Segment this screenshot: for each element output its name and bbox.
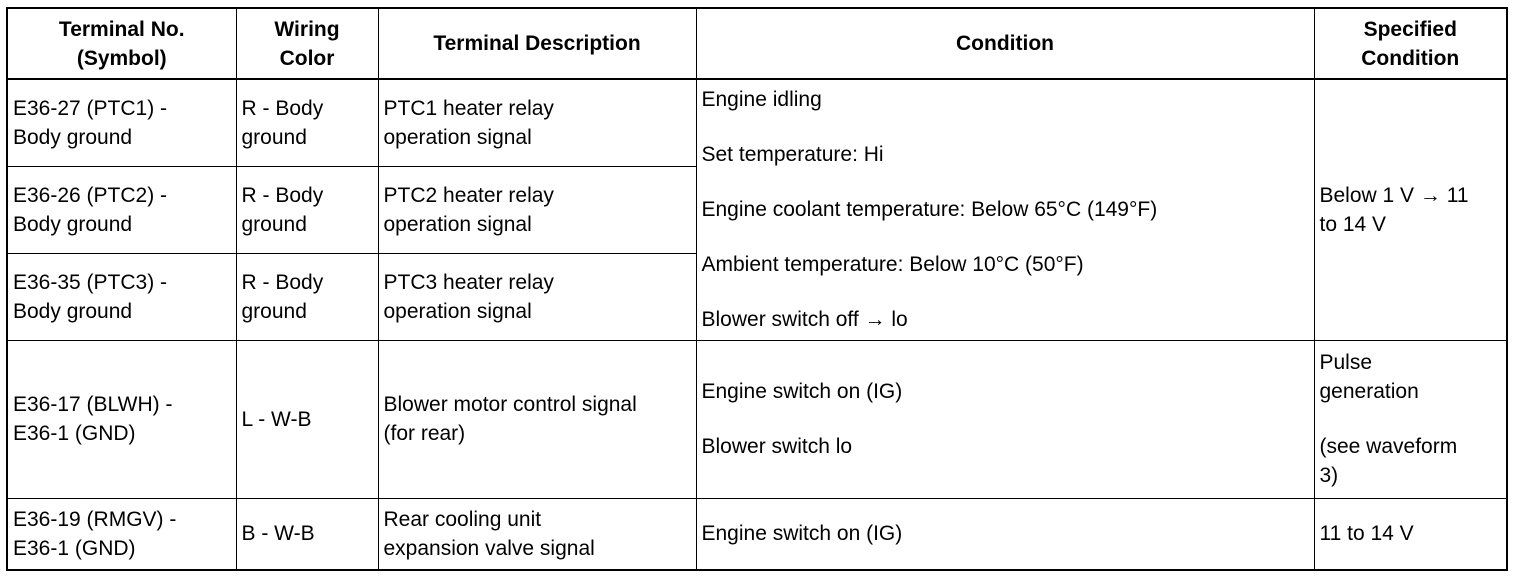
table-row: E36-27 (PTC1) - Body ground R - Body gro… <box>6 78 1508 341</box>
wiring-color-cell: B - W-B <box>235 497 379 571</box>
description-cell: PTC1 heater relay operation signal <box>377 78 697 167</box>
condition-cell: Engine switch on (IG) <box>695 497 1315 571</box>
wiring-color-cell: R - Body ground <box>235 165 379 254</box>
description-cell: PTC3 heater relay operation signal <box>377 252 697 341</box>
terminal-cell: E36-17 (BLWH) - E36-1 (GND) <box>6 339 237 499</box>
terminal-cell: E36-27 (PTC1) - Body ground <box>6 78 237 167</box>
specified-condition-cell: 11 to 14 V <box>1313 497 1508 571</box>
table-row: E36-35 (PTC3) - Body ground R - Body gro… <box>6 252 1507 341</box>
condition-cell-shared: Engine idling Set temperature: Hi Engine… <box>695 78 1315 341</box>
description-cell: Rear cooling unit expansion valve signal <box>377 497 697 571</box>
terminal-cell: E36-26 (PTC2) - Body ground <box>6 165 237 254</box>
header-wiring-color: Wiring Color <box>235 7 379 80</box>
header-terminal-description: Terminal Description <box>377 7 697 80</box>
terminal-spec-table: Terminal No. (Symbol) Wiring Color Termi… <box>6 7 1508 571</box>
header-condition: Condition <box>695 7 1315 80</box>
header-specified-condition: Specified Condition <box>1313 7 1508 80</box>
table-row: E36-17 (BLWH) - E36-1 (GND) L - W-B Blow… <box>6 339 1508 499</box>
table-row: E36-26 (PTC2) - Body ground R - Body gro… <box>6 165 1507 254</box>
wiring-color-cell: R - Body ground <box>235 78 379 167</box>
terminal-cell: E36-35 (PTC3) - Body ground <box>6 252 237 341</box>
description-cell: PTC2 heater relay operation signal <box>377 165 697 254</box>
wiring-color-cell: L - W-B <box>235 339 379 499</box>
table-row: E36-19 (RMGV) - E36-1 (GND) B - W-B Rear… <box>6 497 1508 571</box>
specified-condition-cell-shared: Below 1 V → 11 to 14 V <box>1313 78 1508 341</box>
terminal-cell: E36-19 (RMGV) - E36-1 (GND) <box>6 497 237 571</box>
header-terminal: Terminal No. (Symbol) <box>6 7 237 80</box>
wiring-color-cell: R - Body ground <box>235 252 379 341</box>
description-cell: Blower motor control signal (for rear) <box>377 339 697 499</box>
condition-cell: Engine switch on (IG) Blower switch lo <box>695 339 1315 499</box>
specified-condition-cell: Pulse generation (see waveform 3) <box>1313 339 1508 499</box>
header-row: Terminal No. (Symbol) Wiring Color Termi… <box>6 7 1508 80</box>
